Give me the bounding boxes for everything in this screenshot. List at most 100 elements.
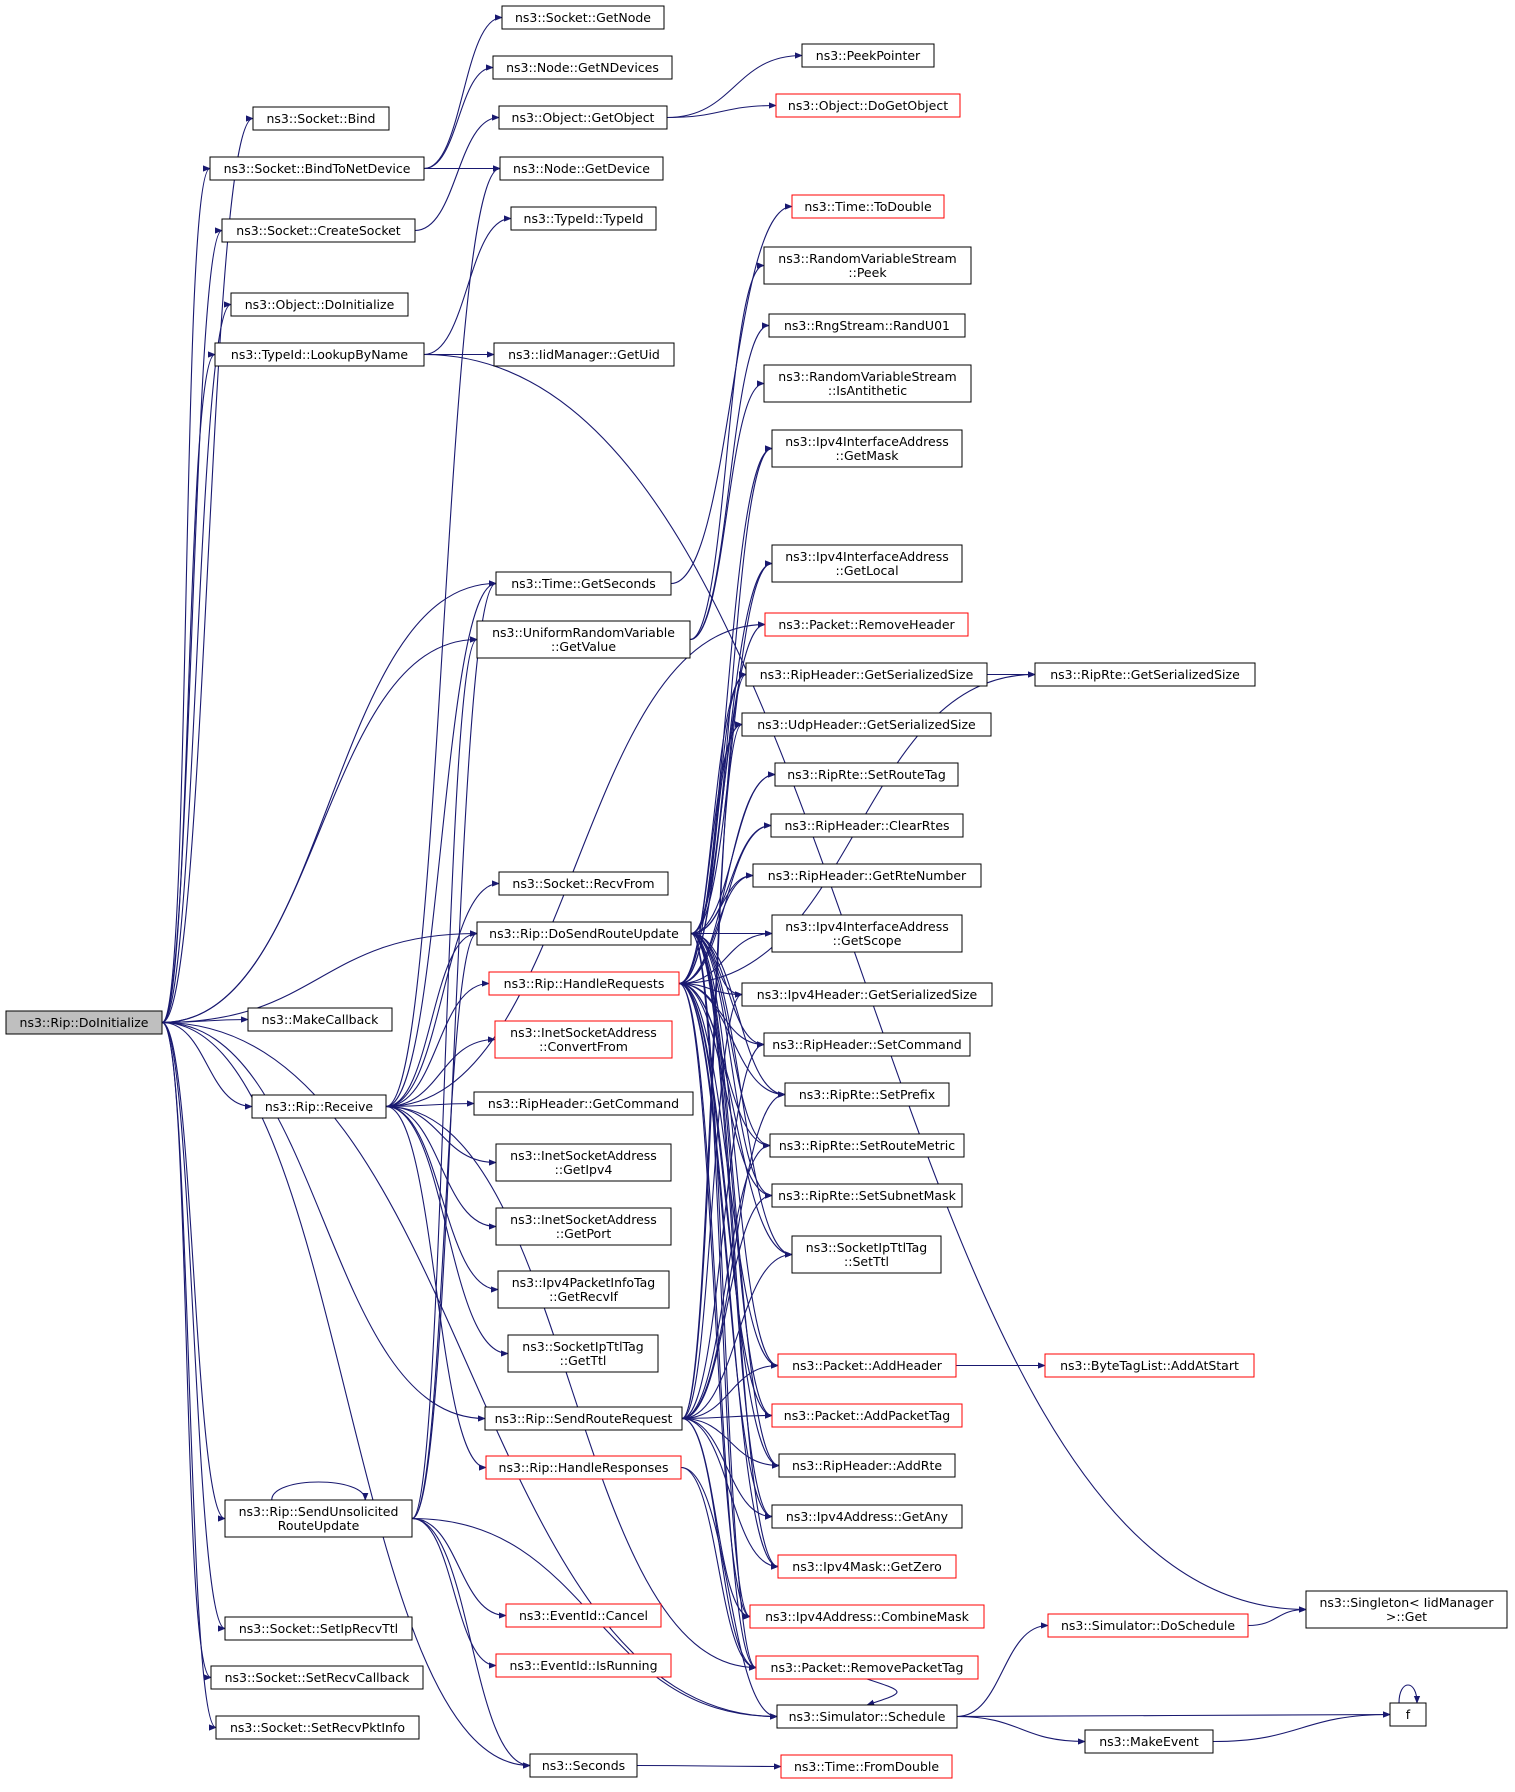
node-setcommand[interactable]: ns3::RipHeader::SetCommand xyxy=(763,1032,971,1057)
node-setprefix[interactable]: ns3::RipRte::SetPrefix xyxy=(784,1082,950,1107)
node-addrte[interactable]: ns3::RipHeader::AddRte xyxy=(778,1453,956,1478)
node-getndev[interactable]: ns3::Node::GetNDevices xyxy=(492,55,673,80)
node-schedule[interactable]: ns3::Simulator::Schedule xyxy=(776,1704,958,1729)
node-removehdr[interactable]: ns3::Packet::RemoveHeader xyxy=(764,612,969,637)
node-box xyxy=(791,1235,942,1274)
node-label: ns3::Ipv4InterfaceAddress xyxy=(785,919,949,934)
node-bindtonet[interactable]: ns3::Socket::BindToNetDevice xyxy=(209,156,425,181)
node-doinit[interactable]: ns3::Object::DoInitialize xyxy=(230,292,409,317)
node-handlereq[interactable]: ns3::Rip::HandleRequests xyxy=(488,971,680,996)
node-addheader[interactable]: ns3::Packet::AddHeader xyxy=(777,1353,957,1378)
node-box xyxy=(763,1032,971,1057)
node-root[interactable]: ns3::Rip::DoInitialize xyxy=(5,1010,163,1035)
node-box xyxy=(495,571,672,596)
node-udphdrsize[interactable]: ns3::UdpHeader::GetSerializedSize xyxy=(741,712,992,737)
node-getipv4[interactable]: ns3::InetSocketAddress::GetIpv4 xyxy=(495,1143,672,1182)
node-setrecvpkt[interactable]: ns3::Socket::SetRecvPktInfo xyxy=(215,1715,420,1740)
call-edge-getobject-to-dogetobject xyxy=(666,102,777,119)
node-doschedule[interactable]: ns3::Simulator::DoSchedule xyxy=(1047,1613,1249,1638)
node-combinemask[interactable]: ns3::Ipv4Address::CombineMask xyxy=(749,1604,985,1629)
node-label: ns3::Singleton< IidManager xyxy=(1319,1595,1494,1610)
node-setttl[interactable]: ns3::SocketIpTtlTag::SetTtl xyxy=(791,1235,942,1274)
node-ipv4hdrsize[interactable]: ns3::Ipv4Header::GetSerializedSize xyxy=(741,982,993,1007)
node-evcancel[interactable]: ns3::EventId::Cancel xyxy=(505,1603,662,1628)
node-box xyxy=(498,871,669,896)
call-edge-sendroutereq-to-getzero xyxy=(681,1417,779,1570)
node-sendroutereq[interactable]: ns3::Rip::SendRouteRequest xyxy=(484,1406,683,1431)
node-label: ns3::EventId::Cancel xyxy=(519,1608,648,1623)
node-getrtenum[interactable]: ns3::RipHeader::GetRteNumber xyxy=(752,863,982,888)
node-label: ns3::EventId::IsRunning xyxy=(509,1658,657,1673)
node-getzero[interactable]: ns3::Ipv4Mask::GetZero xyxy=(777,1554,957,1579)
node-getttl[interactable]: ns3::SocketIpTtlTag::GetTtl xyxy=(507,1334,659,1373)
node-setroutetag[interactable]: ns3::RipRte::SetRouteTag xyxy=(774,762,959,787)
node-removepkttag[interactable]: ns3::Packet::RemovePacketTag xyxy=(755,1655,979,1680)
node-label: ns3::RipHeader::GetCommand xyxy=(488,1096,679,1111)
node-setroutemetric[interactable]: ns3::RipRte::SetRouteMetric xyxy=(769,1133,965,1158)
node-addatstart[interactable]: ns3::ByteTagList::AddAtStart xyxy=(1044,1353,1255,1378)
node-label: ::GetValue xyxy=(551,639,616,654)
node-getany[interactable]: ns3::Ipv4Address::GetAny xyxy=(771,1504,963,1529)
node-box xyxy=(498,105,668,130)
call-edge-handlereq-to-setroutetag xyxy=(678,771,776,985)
call-edge-dosend-to-addheader xyxy=(690,932,779,1369)
node-riphdrsize[interactable]: ns3::RipHeader::GetSerializedSize xyxy=(745,662,988,687)
node-getobject[interactable]: ns3::Object::GetObject xyxy=(498,105,668,130)
node-getnode[interactable]: ns3::Socket::GetNode xyxy=(501,5,665,30)
node-getrecvif[interactable]: ns3::Ipv4PacketInfoTag::GetRecvIf xyxy=(497,1270,670,1309)
node-clearrtes[interactable]: ns3::RipHeader::ClearRtes xyxy=(770,813,964,838)
node-getmask[interactable]: ns3::Ipv4InterfaceAddress::GetMask xyxy=(771,429,963,468)
node-box xyxy=(251,1094,387,1119)
node-box xyxy=(209,156,425,181)
node-box xyxy=(771,1183,963,1208)
node-addpackettag[interactable]: ns3::Packet::AddPacketTag xyxy=(771,1403,963,1428)
node-todouble[interactable]: ns3::Time::ToDouble xyxy=(791,194,945,219)
node-getlocal[interactable]: ns3::Ipv4InterfaceAddress::GetLocal xyxy=(771,544,963,583)
node-label: ns3::Ipv4Address::GetAny xyxy=(786,1509,949,1524)
node-label: ns3::RandomVariableStream xyxy=(778,369,956,384)
node-evisrunning[interactable]: ns3::EventId::IsRunning xyxy=(495,1653,672,1678)
node-createsocket[interactable]: ns3::Socket::CreateSocket xyxy=(221,218,416,243)
node-lookup[interactable]: ns3::TypeId::LookupByName xyxy=(214,342,425,367)
node-box xyxy=(1084,1729,1214,1754)
node-getscope[interactable]: ns3::Ipv4InterfaceAddress::GetScope xyxy=(771,914,963,953)
node-randu01[interactable]: ns3::RngStream::RandU01 xyxy=(768,313,966,338)
node-box xyxy=(247,1007,393,1032)
node-singleton[interactable]: ns3::Singleton< IidManager >::Get xyxy=(1305,1590,1508,1629)
node-peekptr[interactable]: ns3::PeekPointer xyxy=(801,43,935,68)
call-edge-handlereq-to-removepkttag xyxy=(678,982,757,1671)
call-edge-lookup-to-typeid xyxy=(423,215,512,356)
node-rvspeek[interactable]: ns3::RandomVariableStream::Peek xyxy=(763,246,972,285)
node-setiprecvttl[interactable]: ns3::Socket::SetIpRecvTtl xyxy=(224,1616,413,1641)
node-box xyxy=(224,1499,413,1538)
node-setsubnetmask[interactable]: ns3::RipRte::SetSubnetMask xyxy=(771,1183,963,1208)
node-f[interactable]: f xyxy=(1389,1702,1427,1727)
call-edge-receive-to-ripgetcmd xyxy=(385,1100,475,1108)
node-ripgetcmd[interactable]: ns3::RipHeader::GetCommand xyxy=(473,1091,694,1116)
node-getuid[interactable]: ns3::IidManager::GetUid xyxy=(493,342,675,367)
node-receive[interactable]: ns3::Rip::Receive xyxy=(251,1094,387,1119)
node-seconds[interactable]: ns3::Seconds xyxy=(529,1753,638,1778)
node-handleresp[interactable]: ns3::Rip::HandleResponses xyxy=(485,1455,682,1480)
node-label: ns3::Rip::SendUnsolicited xyxy=(239,1504,399,1519)
node-box xyxy=(771,544,963,583)
node-getseconds[interactable]: ns3::Time::GetSeconds xyxy=(495,571,672,596)
node-makecallback[interactable]: ns3::MakeCallback xyxy=(247,1007,393,1032)
node-typeid[interactable]: ns3::TypeId::TypeId xyxy=(510,206,657,231)
node-box xyxy=(741,712,992,737)
node-makeevent[interactable]: ns3::MakeEvent xyxy=(1084,1729,1214,1754)
node-urvgetvalue[interactable]: ns3::UniformRandomVariable::GetValue xyxy=(476,620,691,659)
node-getdevice[interactable]: ns3::Node::GetDevice xyxy=(499,156,664,181)
node-fromdouble[interactable]: ns3::Time::FromDouble xyxy=(780,1754,953,1779)
node-recvfrom[interactable]: ns3::Socket::RecvFrom xyxy=(498,871,669,896)
node-dosend[interactable]: ns3::Rip::DoSendRouteUpdate xyxy=(476,921,692,946)
node-getport[interactable]: ns3::InetSocketAddress::GetPort xyxy=(495,1207,672,1246)
node-box xyxy=(1047,1613,1249,1638)
node-bind[interactable]: ns3::Socket::Bind xyxy=(252,106,390,131)
node-convertfrom[interactable]: ns3::InetSocketAddress::ConvertFrom xyxy=(494,1020,673,1059)
node-rtesize[interactable]: ns3::RipRte::GetSerializedSize xyxy=(1034,662,1256,687)
node-setrecvcb[interactable]: ns3::Socket::SetRecvCallback xyxy=(210,1665,424,1690)
node-dogetobject[interactable]: ns3::Object::DoGetObject xyxy=(775,93,961,118)
node-isanti[interactable]: ns3::RandomVariableStream::IsAntithetic xyxy=(763,364,972,403)
